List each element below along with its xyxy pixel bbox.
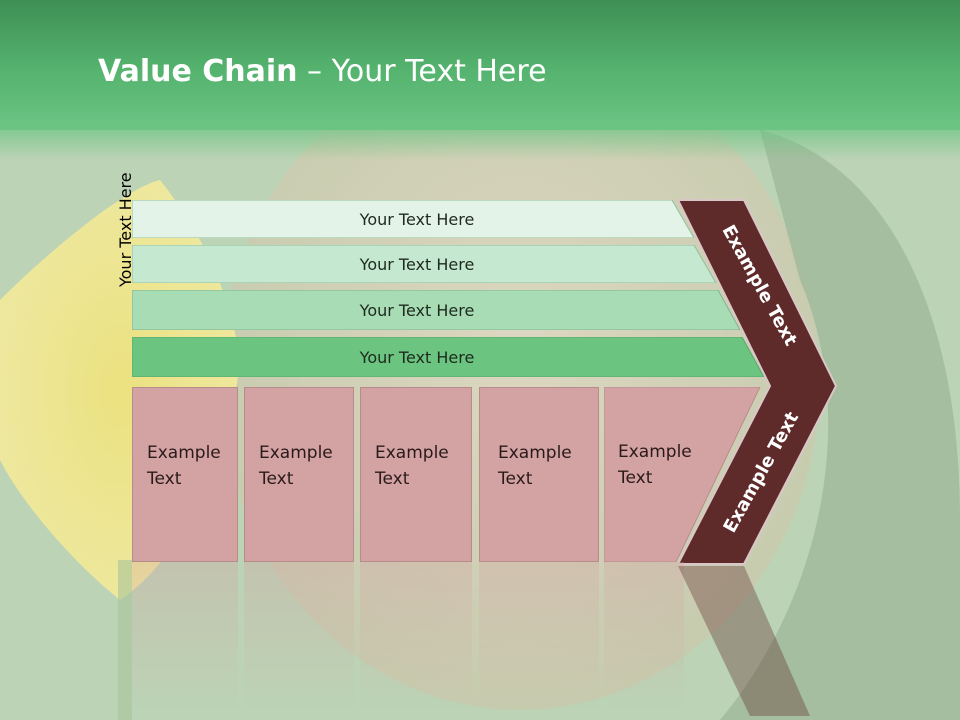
- title-bold: Value Chain: [98, 54, 298, 89]
- box-3-line1: Example: [375, 443, 449, 463]
- bar-1-shape: [132, 200, 694, 238]
- bar-4-label: Your Text Here: [359, 347, 475, 367]
- bar-2-shape: [132, 245, 716, 283]
- box-4-reflection: [479, 562, 599, 712]
- box-1-reflection: [132, 562, 238, 712]
- box-3-reflection: [360, 562, 472, 712]
- box-4-line1: Example: [498, 443, 572, 463]
- box-5-line2: Text: [618, 468, 653, 488]
- bar-4-shape: [132, 337, 764, 377]
- box-2-line2: Text: [259, 469, 294, 489]
- bar-3: Your Text Here: [132, 290, 740, 330]
- title-bar-fade: [0, 120, 960, 160]
- box-2-reflection: [244, 562, 354, 712]
- box-2-line1: Example: [259, 443, 333, 463]
- box-1-line2: Text: [147, 469, 182, 489]
- bar-1: Your Text Here: [132, 200, 694, 238]
- slide-title: Value Chain – Your Text Here: [98, 54, 547, 89]
- box-5-reflection: [604, 562, 684, 712]
- bar-2-label: Your Text Here: [359, 254, 475, 274]
- box-4-line2: Text: [498, 469, 533, 489]
- bar-4: Your Text Here: [132, 337, 764, 377]
- bar-3-label: Your Text Here: [359, 300, 475, 320]
- bar-2: Your Text Here: [132, 245, 716, 283]
- bar-3-shape: [132, 290, 740, 330]
- bar-1-label: Your Text Here: [359, 209, 475, 229]
- title-bar: [0, 0, 960, 130]
- example-box-4: Example Text: [479, 387, 599, 562]
- title-rest: – Your Text Here: [297, 54, 547, 89]
- box-1-line1: Example: [147, 443, 221, 463]
- chevron-reflection: [678, 566, 810, 716]
- box-5-line1: Example: [618, 442, 692, 462]
- example-box-1: Example Text: [132, 387, 238, 562]
- example-box-2: Example Text: [244, 387, 354, 562]
- example-box-3: Example Text: [360, 387, 472, 562]
- box-3-line2: Text: [375, 469, 410, 489]
- value-chevron: [676, 199, 838, 565]
- box-5-shape: [604, 387, 761, 562]
